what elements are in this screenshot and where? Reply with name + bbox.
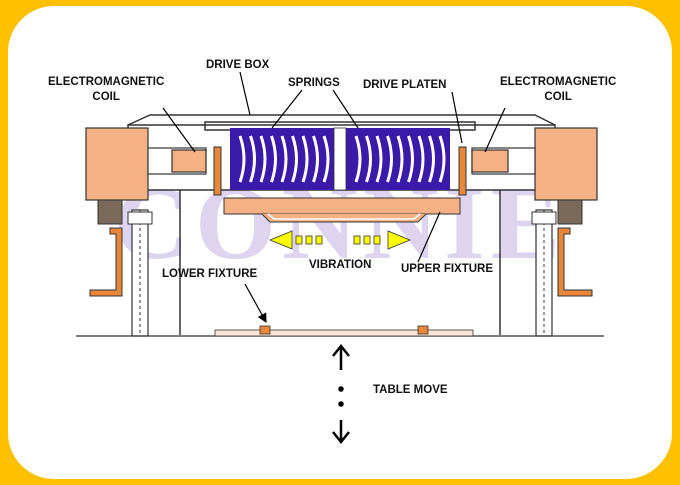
spring-leaf <box>301 135 309 183</box>
springs-label: SPRINGS <box>288 77 340 89</box>
spring-leaf <box>249 135 256 183</box>
spring-leaf <box>312 135 319 183</box>
drive-platen-label: DRIVE PLATEN <box>363 79 447 91</box>
spring-leaf <box>375 135 383 183</box>
spring-leaf <box>291 135 298 183</box>
leader-lines <box>162 71 506 324</box>
em-coil-right-label: ELECTROMAGNETIC COIL <box>500 75 616 105</box>
spring-leaf <box>322 135 330 183</box>
spring-leaf <box>259 135 267 183</box>
left-fixture-clamp <box>89 227 123 297</box>
drive-box-label: DRIVE BOX <box>206 59 270 71</box>
upper-fixture-label: UPPER FIXTURE <box>401 263 494 275</box>
em-coil-left-line1: ELECTROMAGNETIC <box>48 76 165 88</box>
table-move-arrow <box>332 343 350 445</box>
em-coil-left-label: ELECTROMAGNETIC COIL <box>48 75 164 105</box>
springs <box>230 127 450 191</box>
left-coil-assembly <box>85 127 222 337</box>
spring-leaf <box>407 135 414 183</box>
vibration-arrow <box>268 230 412 250</box>
spring-leaf <box>438 135 446 183</box>
spring-leaf <box>428 135 435 183</box>
right-fixture-clamp <box>557 227 593 297</box>
drive-box <box>127 114 556 335</box>
lower-fixture <box>214 325 474 337</box>
em-coil-right-line2: COIL <box>544 91 572 103</box>
spring-leaf <box>386 135 393 183</box>
spring-leaf <box>280 135 288 183</box>
spring-leaf <box>238 135 246 183</box>
spring-leaf <box>417 135 425 183</box>
spring-leaf <box>396 135 404 183</box>
em-coil-right-line1: ELECTROMAGNETIC <box>500 76 617 88</box>
spring-leaf <box>365 135 372 183</box>
em-coil-left-line2: COIL <box>92 91 120 103</box>
lower-fixture-label: LOWER FIXTURE <box>162 268 258 280</box>
drive-platen <box>223 197 461 223</box>
table-move-label: TABLE MOVE <box>373 384 448 396</box>
vibration-label: VIBRATION <box>309 259 372 271</box>
spring-leaf <box>354 135 362 183</box>
spring-leaf <box>270 135 277 183</box>
